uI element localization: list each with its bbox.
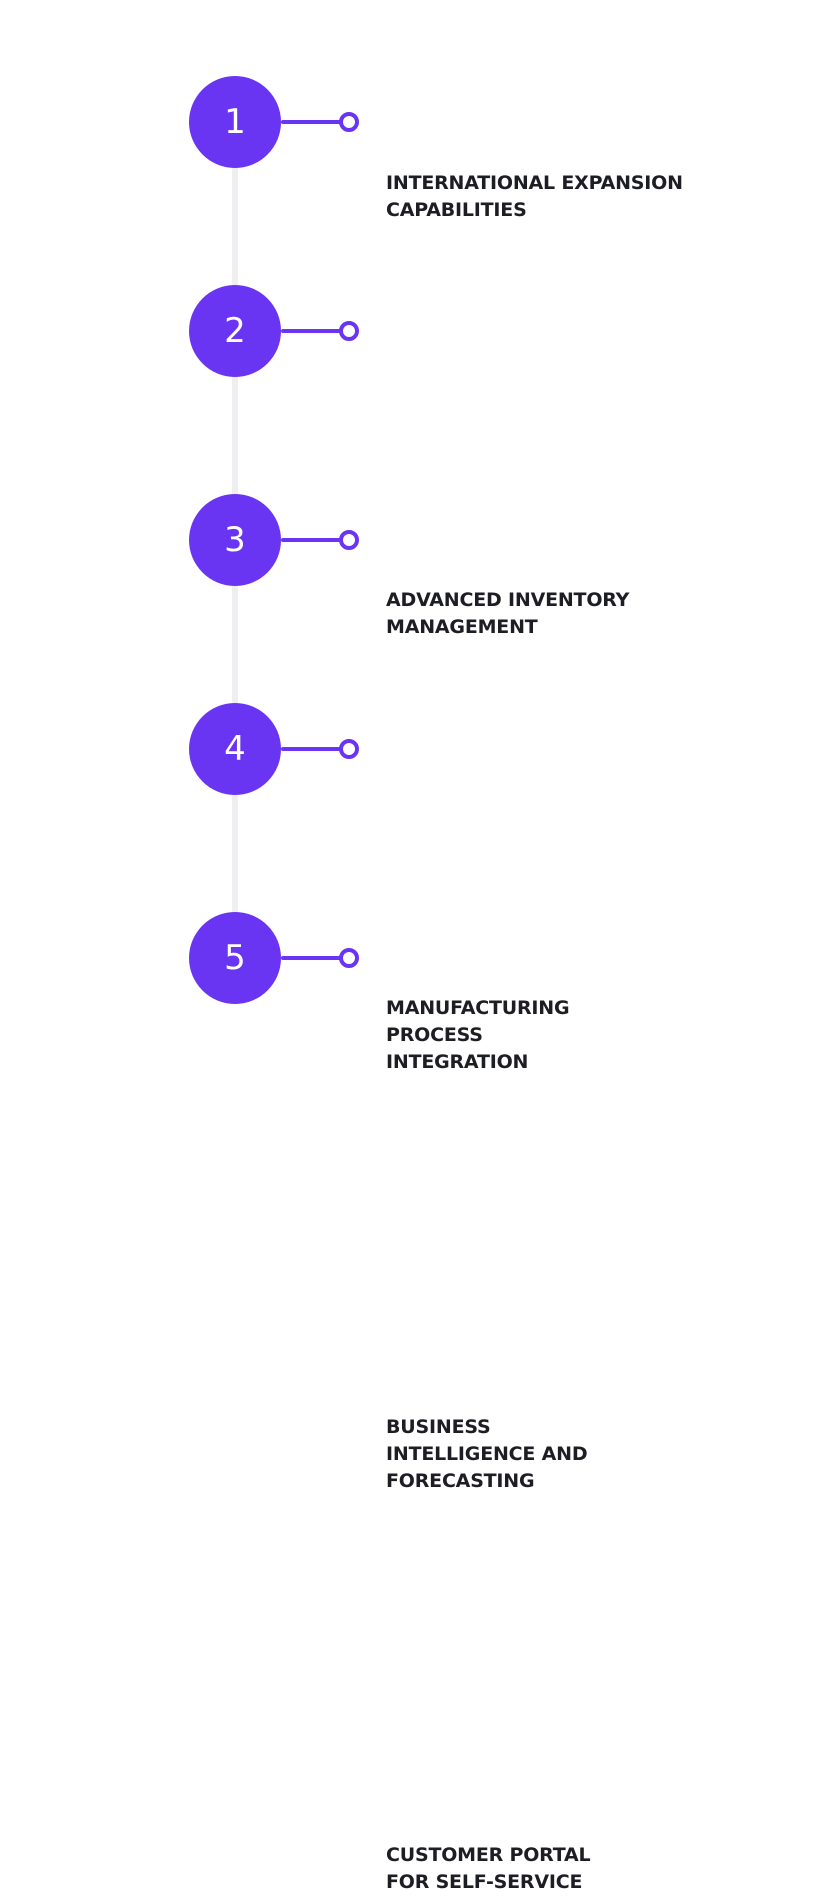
step-connector-node [339,321,359,341]
step-connector-line [281,120,341,124]
step-label: INTERNATIONAL EXPANSION CAPABILITIES [386,172,683,221]
step-label: BUSINESS INTELLIGENCE AND FORECASTING [386,1416,588,1492]
step-label: CUSTOMER PORTAL FOR SELF-SERVICE [386,1844,591,1893]
timeline-step-1: 1 INTERNATIONAL EXPANSION CAPABILITIES [0,76,830,221]
step-connector-node [339,739,359,759]
timeline-step-4: 4 BUSINESS INTELLIGENCE AND FORECASTING [0,703,830,1492]
timeline-step-2: 2 ADVANCED INVENTORY MANAGEMENT [0,285,830,638]
step-connector-node [339,948,359,968]
step-number-badge: 4 [189,703,281,795]
timeline-step-5: 5 CUSTOMER PORTAL FOR SELF-SERVICE [0,912,830,1893]
step-connector-line [281,538,341,542]
step-label: MANUFACTURING PROCESS INTEGRATION [386,997,570,1073]
step-connector-line [281,956,341,960]
step-connector-node [339,112,359,132]
step-connector-node [339,530,359,550]
step-connector-line [281,747,341,751]
step-connector-line [281,329,341,333]
step-label: ADVANCED INVENTORY MANAGEMENT [386,589,630,638]
step-number-badge: 3 [189,494,281,586]
step-number-badge: 2 [189,285,281,377]
timeline-step-3: 3 MANUFACTURING PROCESS INTEGRATION [0,494,830,1073]
step-number-badge: 5 [189,912,281,1004]
step-number-badge: 1 [189,76,281,168]
